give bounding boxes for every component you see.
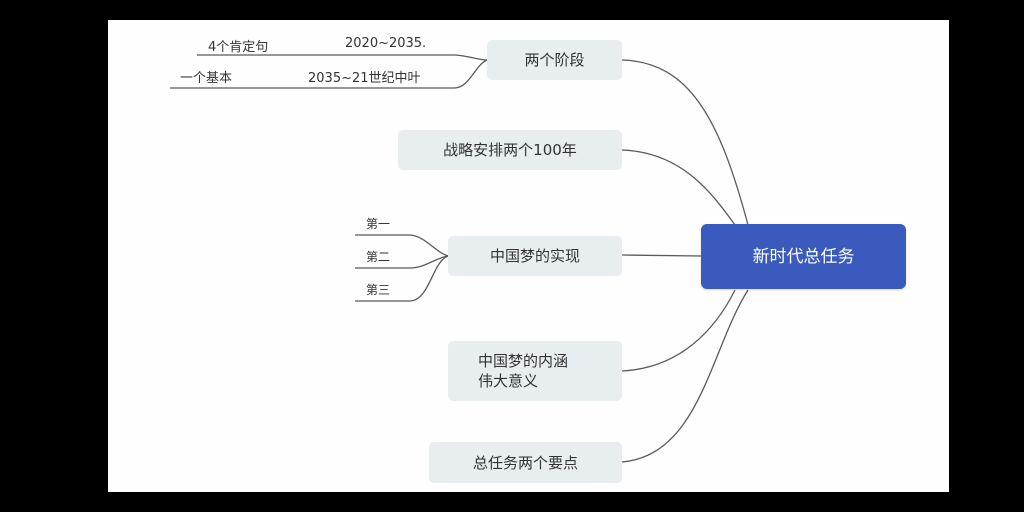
leaf-one-basic[interactable]: 一个基本: [180, 67, 232, 86]
leaf-one-basic-note: 2035~21世纪中叶: [308, 67, 421, 86]
central-node[interactable]: 新时代总任务: [701, 224, 906, 289]
leaf-third[interactable]: 第三: [366, 281, 390, 298]
leaf-second[interactable]: 第二: [366, 248, 390, 265]
leaf-four-affirmatives-note: 2020~2035.: [345, 36, 426, 51]
leaf-label: 第三: [366, 283, 391, 297]
central-node-label: 新时代总任务: [752, 246, 855, 267]
leaf-note: 2035~21世纪中叶: [308, 71, 421, 86]
leaf-label: 第二: [366, 250, 391, 264]
leaf-label: 4个肯定句: [208, 40, 269, 55]
leaf-note: 2020~2035.: [345, 36, 427, 51]
branch-label: 两个阶段: [524, 51, 585, 69]
branch-label: 中国梦的实现: [489, 247, 580, 265]
leaf-four-affirmatives[interactable]: 4个肯定句: [208, 36, 268, 55]
branch-label: 战略安排两个100年: [443, 141, 577, 159]
branch-node-strategic-plan[interactable]: 战略安排两个100年: [398, 130, 622, 170]
branch-node-chinese-dream-meaning[interactable]: 中国梦的内涵 伟大意义: [448, 341, 622, 401]
branch-label: 总任务两个要点: [472, 453, 578, 472]
branch-node-two-key-points[interactable]: 总任务两个要点: [429, 442, 622, 483]
leaf-label: 一个基本: [180, 71, 233, 86]
branch-label: 中国梦的内涵 伟大意义: [478, 352, 569, 390]
branch-node-chinese-dream-realization[interactable]: 中国梦的实现: [448, 236, 622, 276]
branch-node-two-stages[interactable]: 两个阶段: [487, 40, 622, 80]
leaf-first[interactable]: 第一: [366, 215, 390, 232]
leaf-label: 第一: [366, 217, 391, 231]
